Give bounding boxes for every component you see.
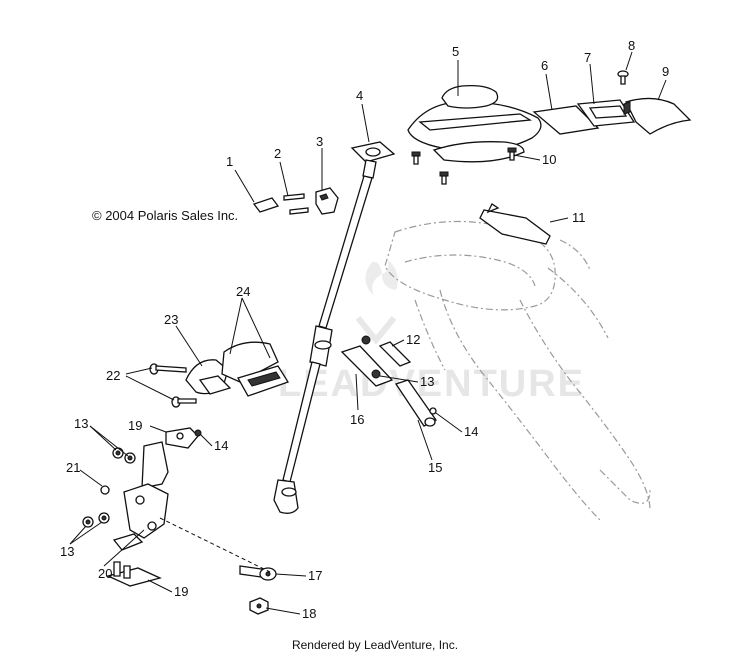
callout-10: 10 (542, 152, 556, 167)
clamp-3 (315, 187, 339, 215)
callout-3: 3 (316, 134, 323, 149)
bolts-22 (149, 363, 197, 408)
callout-1: 1 (226, 154, 233, 169)
washer-21 (100, 485, 110, 495)
plate-19-lower (106, 561, 162, 587)
washer-14-center (429, 407, 437, 415)
callout-14-left: 14 (214, 438, 228, 453)
bracket-12 (378, 341, 412, 367)
cover-plates (532, 97, 692, 135)
callout-4: 4 (356, 88, 363, 103)
steering-mount-20 (112, 441, 169, 551)
callout-2: 2 (274, 146, 281, 161)
callout-9: 9 (662, 64, 669, 79)
bracket-11 (479, 203, 551, 245)
plate-19-upper (165, 427, 199, 449)
footer-credit: Rendered by LeadVenture, Inc. (291, 638, 459, 652)
callout-5: 5 (452, 44, 459, 59)
copyright-text: © 2004 Polaris Sales Inc. (92, 208, 239, 223)
watermark-text: LEADVENTURE (278, 363, 585, 405)
steering-post (273, 141, 396, 514)
callout-16: 16 (350, 412, 364, 427)
callout-13-center: 13 (420, 374, 434, 389)
handlebar-cover (407, 84, 542, 163)
screws-10 (411, 147, 517, 185)
callout-19-upper: 19 (128, 418, 142, 433)
leader-lines (69, 51, 667, 615)
callout-19-lower: 19 (174, 584, 188, 599)
callout-labels: 1 2 3 4 5 6 7 8 9 10 11 12 13 14 15 16 1… (60, 38, 669, 621)
callout-8: 8 (628, 38, 635, 53)
bracket-23 (185, 359, 232, 395)
link-17 (239, 565, 277, 581)
callout-17: 17 (308, 568, 322, 583)
callout-13-lower-left: 13 (60, 544, 74, 559)
callout-12: 12 (406, 332, 420, 347)
bolts-2 (283, 193, 309, 215)
clamp-1 (252, 197, 280, 213)
screw-8 (617, 70, 629, 85)
callout-7: 7 (584, 50, 591, 65)
callout-6: 6 (541, 58, 548, 73)
callout-18: 18 (302, 606, 316, 621)
callout-22: 22 (106, 368, 120, 383)
nuts-13-center (361, 335, 381, 379)
callout-23: 23 (164, 312, 178, 327)
washer-14-left (194, 429, 202, 437)
callout-13-upper-left: 13 (74, 416, 88, 431)
callout-11: 11 (572, 210, 586, 225)
callout-24: 24 (236, 284, 250, 299)
nut-18 (249, 597, 269, 615)
callout-15: 15 (428, 460, 442, 475)
watermark-logo: LEADVENTURE (278, 260, 585, 405)
bracket-15 (394, 379, 437, 427)
callout-20: 20 (98, 566, 112, 581)
callout-21: 21 (66, 460, 80, 475)
callout-14-center: 14 (464, 424, 478, 439)
cover-24 (221, 341, 289, 397)
handlebar-frame-outline (384, 220, 651, 521)
